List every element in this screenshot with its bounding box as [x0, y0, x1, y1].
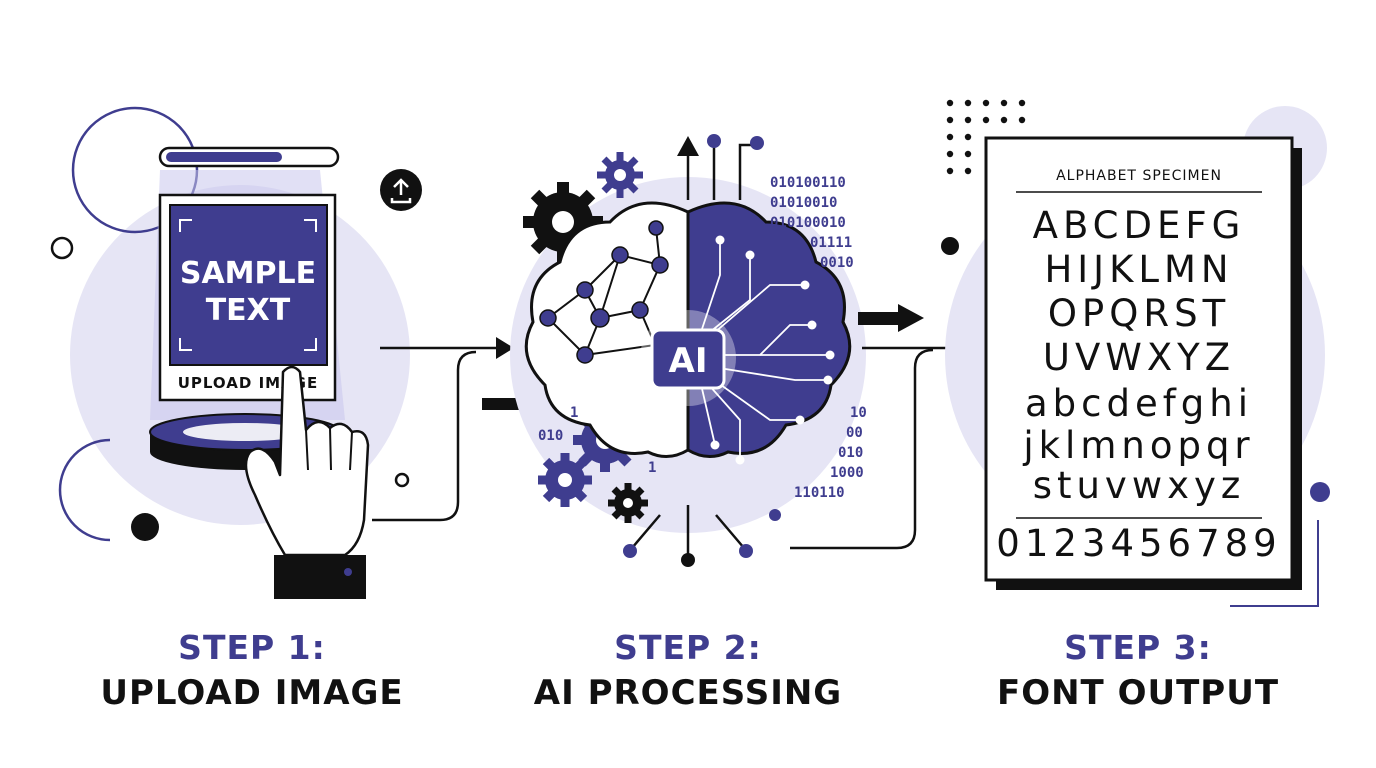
step-2-name: AI PROCESSING: [533, 673, 843, 713]
binary-right-5: 110110: [794, 485, 845, 501]
specimen-line-6: jklmnopqr: [1022, 424, 1254, 467]
step-1-number: STEP 1:: [178, 628, 326, 667]
binary-top-3: 010100010: [770, 215, 846, 231]
platform-glow: [183, 423, 307, 441]
specimen-line-7: stuvwxyz: [1033, 464, 1246, 507]
ai-panel: AI 010100110 01010010 010100010 01111 00…: [510, 134, 867, 567]
specimen-line-4: UVWXYZ: [1043, 336, 1235, 379]
binary-top-4: 01111: [810, 235, 852, 251]
step-1-name: UPLOAD IMAGE: [100, 673, 404, 713]
pointing-hand: [244, 365, 370, 599]
brain-right-half: [686, 201, 852, 458]
brain-left-half: [524, 201, 690, 458]
binary-left-3: 1: [648, 460, 656, 476]
upload-panel: SAMPLE TEXT UPLOAD IMAGE: [50, 106, 422, 599]
specimen-line-2: HIJKLMN: [1044, 248, 1233, 291]
outline-arc-1: [58, 438, 111, 542]
binary-left-1: 1: [570, 405, 578, 421]
specimen-line-5: abcdefghi: [1025, 382, 1253, 425]
ai-label: AI: [669, 341, 708, 381]
font-output-panel: ALPHABET SPECIMEN ABCDEFG HIJKLMN OPQRST…: [941, 99, 1330, 607]
binary-right-3: 010: [838, 445, 863, 461]
specimen-sheet: [984, 136, 1294, 582]
step-3-number: STEP 3:: [1064, 628, 1212, 667]
step-1-caption: STEP 1: UPLOAD IMAGE: [32, 628, 472, 713]
small-ring: [394, 472, 410, 488]
gear-icon: [608, 483, 648, 523]
dot: [941, 237, 959, 255]
dot-grid: [946, 99, 1026, 175]
corner-line: [1230, 520, 1319, 607]
sample-text-line2: TEXT: [206, 293, 291, 328]
upload-progress-fill: [166, 152, 282, 162]
gear-icon: [538, 453, 592, 507]
dot: [1310, 482, 1330, 502]
circuit-nodes: [710, 235, 835, 465]
binary-top-5: 0010: [820, 255, 854, 271]
binary-right-1: 10: [850, 405, 867, 421]
specimen-line-1: ABCDEFG: [1033, 204, 1246, 247]
gear-icon: [597, 152, 643, 198]
step-3-caption: STEP 3: FONT OUTPUT: [918, 628, 1358, 713]
sample-image: [169, 204, 328, 366]
dot: [131, 513, 159, 541]
binary-top-2: 01010010: [770, 195, 837, 211]
circuit-lines: [699, 240, 830, 460]
up-arrow-icon: [677, 136, 699, 200]
binary-right-4: 1000: [830, 465, 864, 481]
specimen-digits: 0123456789: [996, 522, 1281, 565]
step-2-number: STEP 2:: [614, 628, 762, 667]
crop-corners: [179, 219, 317, 351]
binary-right-2: 00: [846, 425, 863, 441]
step-2-caption: STEP 2: AI PROCESSING: [468, 628, 908, 713]
specimen-title: ALPHABET SPECIMEN: [1056, 168, 1222, 184]
neural-nodes: [539, 220, 669, 364]
binary-top-1: 010100110: [770, 175, 846, 191]
binary-left-2: 010: [538, 428, 563, 444]
ai-chip: [650, 328, 726, 390]
small-ring: [50, 236, 74, 260]
sample-text-line1: SAMPLE: [180, 256, 316, 291]
upload-icon[interactable]: [380, 169, 422, 211]
step-3-name: FONT OUTPUT: [996, 673, 1280, 713]
specimen-line-3: OPQRST: [1048, 292, 1230, 335]
